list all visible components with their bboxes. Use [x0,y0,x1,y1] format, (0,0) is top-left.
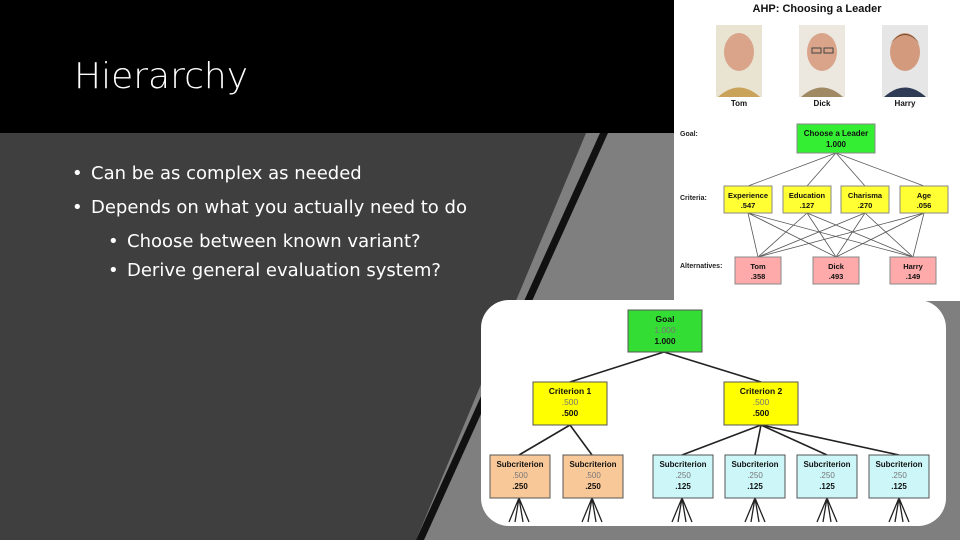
sub-bullet-item: Derive general evaluation system? [108,259,472,282]
node-name: Harry [903,262,923,271]
connector-lines [747,152,925,258]
subcriterion-node: Subcriterion .500 .250 [562,454,624,499]
criterion-node: Criterion 2 .500 .500 [723,381,799,426]
node-weight: .056 [917,201,932,210]
node-name: Subcriterion [496,460,543,469]
ahp-leader-image: AHP: Choosing a Leader Tom Dick Harry [674,0,960,301]
node-local-weight: 1.000 [654,325,676,335]
node-local-weight: .500 [512,471,528,480]
sub-bullet-item: Choose between known variant? [108,230,472,253]
level-label-alternatives: Alternatives: [680,263,722,270]
node-name: Charisma [848,191,883,200]
bullet-item: Can be as complex as needed [72,162,472,185]
node-name: Criterion 1 [549,386,592,396]
node-local-weight: .500 [585,471,601,480]
criterion-node: Charisma .270 [840,185,890,214]
goal-node: Choose a Leader 1.000 [796,123,876,154]
node-weight: .149 [906,272,921,281]
person-label: Dick [814,99,831,108]
node-name: Experience [728,191,768,200]
node-global-weight: .250 [585,482,601,491]
node-name: Tom [750,262,766,271]
subcriterion-node: Subcriterion .250 .125 [724,454,786,499]
alternative-node: Dick .493 [812,256,860,285]
subcriterion-node: Subcriterion .250 .125 [652,454,714,499]
node-global-weight: .125 [891,482,907,491]
node-weight: .493 [829,272,844,281]
node-global-weight: .125 [675,482,691,491]
node-name: Subcriterion [803,460,850,469]
node-weight: .127 [800,201,815,210]
node-name: Age [917,191,931,200]
node-global-weight: 1.000 [654,336,676,346]
node-global-weight: .125 [819,482,835,491]
node-local-weight: .250 [675,471,691,480]
node-weight: .547 [741,201,756,210]
subcriterion-node: Subcriterion .250 .125 [796,454,858,499]
node-name: Subcriterion [569,460,616,469]
person-label: Harry [895,99,916,108]
portrait-tom [716,25,762,97]
node-name: Subcriterion [731,460,778,469]
portrait-harry [882,25,928,97]
node-name: Goal [656,314,675,324]
criterion-node: Education .127 [782,185,832,214]
node-name: Criterion 2 [740,386,783,396]
node-weight: .270 [858,201,873,210]
node-global-weight: .125 [747,482,763,491]
criterion-node: Criterion 1 .500 .500 [532,381,608,426]
node-local-weight: .250 [819,471,835,480]
bullet-list: Can be as complex as needed Depends on w… [72,162,472,288]
subcriterion-node: Subcriterion .250 .125 [868,454,930,499]
node-weight: 1.000 [826,140,847,149]
level-label-criteria: Criteria: [680,195,707,202]
node-global-weight: .500 [753,408,770,418]
bullet-item: Depends on what you actually need to do [72,196,472,219]
connector-lines [518,351,900,456]
subcriterion-node: Subcriterion .500 .250 [489,454,551,499]
node-local-weight: .250 [747,471,763,480]
node-name: Dick [828,262,845,271]
level-label-goal: Goal: [680,131,698,138]
portrait-dick [799,25,845,97]
node-local-weight: .500 [753,397,770,407]
alternative-node: Harry .149 [889,256,937,285]
criterion-node: Experience .547 [723,185,773,214]
slide-title: Hierarchy [74,56,249,97]
node-global-weight: .500 [562,408,579,418]
branch-lines [508,497,910,523]
node-name: Subcriterion [875,460,922,469]
node-name: Education [789,191,826,200]
node-name: Subcriterion [659,460,706,469]
person-label: Tom [731,99,747,108]
node-local-weight: .500 [562,397,579,407]
alternative-node: Tom .358 [734,256,782,285]
generic-hierarchy-image: Goal 1.000 1.000 Criterion 1 .500 .500 C… [481,300,946,526]
goal-node: Goal 1.000 1.000 [627,309,703,353]
node-local-weight: .250 [891,471,907,480]
node-name: Choose a Leader [804,129,868,138]
ahp-title: AHP: Choosing a Leader [753,3,883,15]
criterion-node: Age .056 [899,185,949,214]
node-weight: .358 [751,272,766,281]
node-global-weight: .250 [512,482,528,491]
